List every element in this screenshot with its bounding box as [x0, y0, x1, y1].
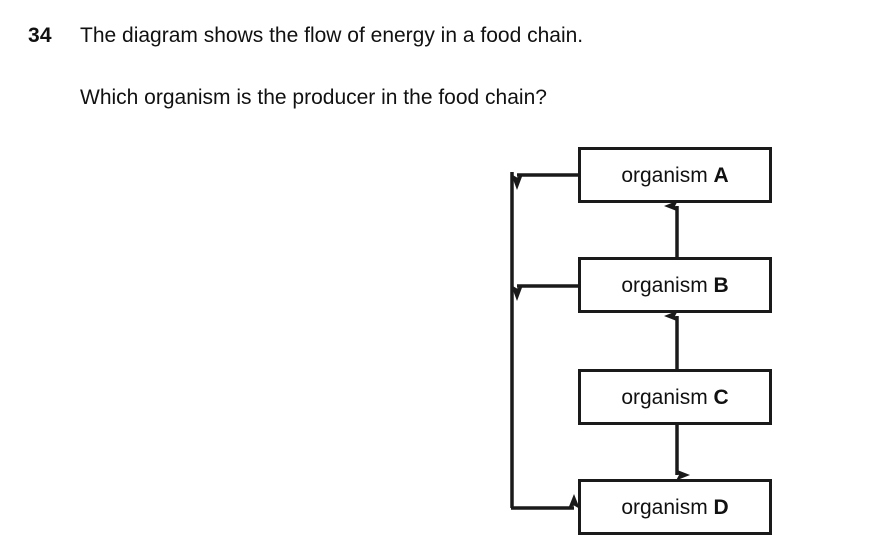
organism-letter-b: B [713, 273, 729, 297]
organism-box-a: organism A [578, 147, 772, 203]
organism-label-a: organism A [621, 165, 728, 186]
question-statement: The diagram shows the flow of energy in … [80, 24, 584, 47]
organism-box-c: organism C [578, 369, 772, 425]
organism-prefix-a: organism [621, 163, 714, 187]
question-prompt: Which organism is the producer in the fo… [80, 86, 547, 109]
organism-box-b: organism B [578, 257, 772, 313]
organism-letter-c: C [713, 385, 729, 409]
question-number: 34 [28, 24, 52, 47]
organism-prefix-c: organism [621, 385, 714, 409]
organism-label-b: organism B [621, 275, 728, 296]
organism-prefix-d: organism [621, 495, 714, 519]
organism-prefix-b: organism [621, 273, 714, 297]
organism-letter-d: D [713, 495, 729, 519]
organism-label-d: organism D [621, 497, 728, 518]
organism-label-c: organism C [621, 387, 728, 408]
organism-letter-a: A [713, 163, 729, 187]
organism-box-d: organism D [578, 479, 772, 535]
